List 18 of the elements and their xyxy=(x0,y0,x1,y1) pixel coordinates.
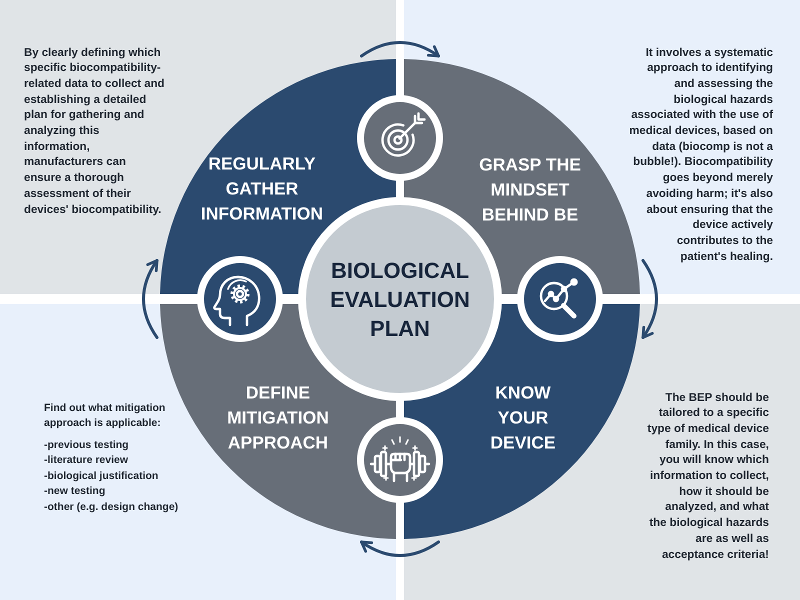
segment-title: REGULARLY GATHER INFORMATION xyxy=(200,152,324,226)
list-item: -other (e.g. design change) xyxy=(44,500,180,514)
description-text: It involves a systematic approach to identifying and assessing the biological hazards associated with the use of medical devices, based on data (biocomp is not a bubble!). Biocompatibility goes beyond merely avoiding harm; it's also about ensuring that the device actively contributes to the patient's healing. xyxy=(628,46,773,265)
list-item: -previous testing xyxy=(44,438,130,452)
curved-arrow xyxy=(142,259,158,339)
segment-title: KNOW YOUR DEVICE xyxy=(489,382,557,454)
center-title: BIOLOGICAL EVALUATION PLAN xyxy=(329,256,471,342)
description-text: By clearly defining which specific biocompatibility-related data to collect and establishing a detailed plan for gathering and analyzing this information, manufacturers can ensure a thorough assessment of their devices' biocompatibility. xyxy=(24,46,166,218)
description-text: The BEP should be tailored to a specific type of medical device family. In this case, you will know which information to collect, how it should be analyzed, and what the biological hazards are as well as acceptance criteria! xyxy=(646,390,769,563)
list-item: -literature review xyxy=(44,453,130,468)
list-item: -biological justification xyxy=(44,468,160,484)
curved-arrow xyxy=(360,540,440,557)
curved-arrow xyxy=(360,41,440,58)
segment-title: GRASP THE MINDSET BEHIND BE xyxy=(478,153,582,226)
segment-title: DEFINE MITIGATION APPROACH xyxy=(226,382,330,454)
description-text: Find out what mitigation approach is applicable: xyxy=(44,400,166,431)
list-item: -new testing xyxy=(44,484,106,499)
curved-arrow xyxy=(642,259,658,339)
